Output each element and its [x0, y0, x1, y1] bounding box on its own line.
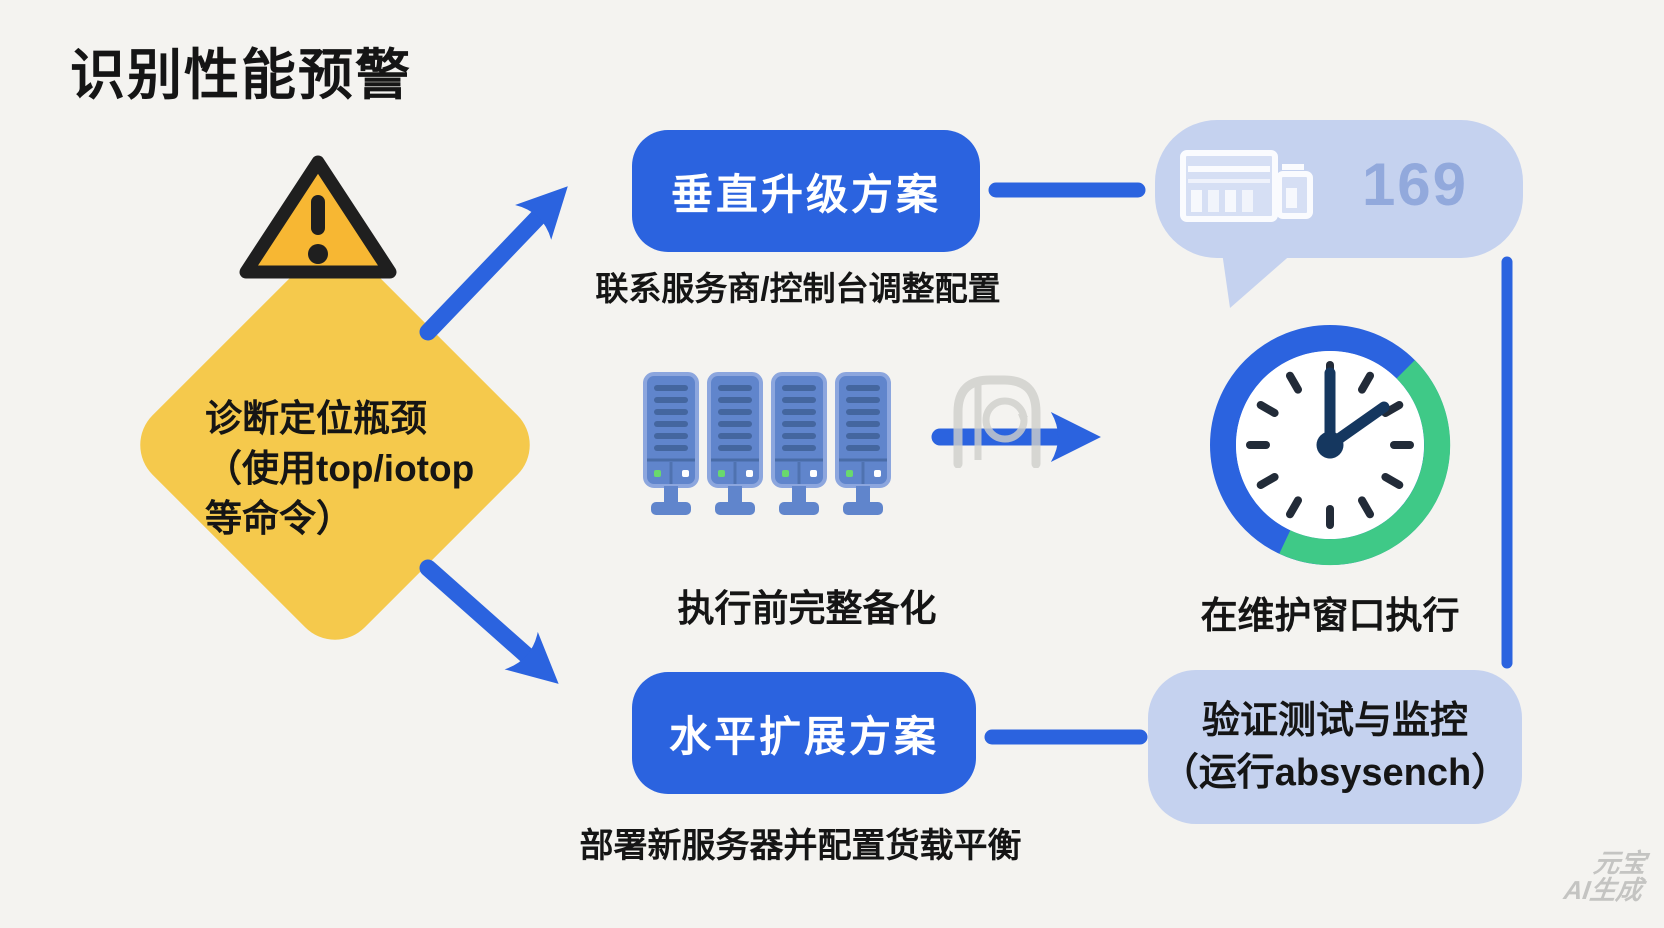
arrow-to-horizontal-scale: [419, 559, 559, 684]
server-rack-icons: [643, 372, 891, 517]
diamond-label-line3: 等命令）: [205, 498, 353, 539]
server-icon: [707, 372, 763, 517]
vertical-upgrade-label: 垂直升级方案: [670, 170, 941, 218]
watermark-line2: AI生成: [1562, 875, 1645, 905]
spreadsheet-report-icon: [1180, 150, 1313, 222]
warning-triangle-icon: [239, 155, 397, 279]
clock-icon: [1210, 325, 1451, 566]
horizontal-scale-label: 水平扩展方案: [668, 712, 939, 760]
speech-bubble-tail: [1222, 252, 1294, 308]
diamond-label: 诊断定位瓶颈 （使用top/iotop 等命令）: [205, 394, 535, 544]
verify-monitor-line1: 验证测试与监控: [1201, 700, 1468, 742]
vertical-upgrade-caption: 联系服务商/控制台调整配置: [595, 270, 1001, 307]
server-icon: [771, 372, 827, 517]
maintenance-caption: 在维护窗口执行: [1200, 595, 1460, 636]
server-icon: [643, 372, 699, 517]
server-icon: [835, 372, 891, 517]
metric-speech-bubble: [1155, 120, 1523, 258]
verify-monitor-bubble: 验证测试与监控 （运行absysench）: [1148, 670, 1522, 824]
diamond-label-line2: （使用top/iotop: [205, 448, 475, 489]
horizontal-scale-caption: 部署新服务器并配置货载平衡: [579, 827, 1022, 865]
backup-archive-icon: [953, 375, 1041, 468]
arrow-to-vertical-upgrade: [419, 186, 568, 341]
vertical-upgrade-node: 垂直升级方案: [632, 130, 980, 252]
diamond-label-line1: 诊断定位瓶颈: [205, 398, 427, 439]
backup-caption: 执行前完整备化: [677, 588, 937, 629]
watermark-line1: 元宝: [1591, 848, 1649, 878]
verify-monitor-line2: （运行absysench）: [1160, 752, 1510, 794]
metric-value: 169: [1361, 151, 1469, 218]
horizontal-scale-node: 水平扩展方案: [632, 672, 976, 794]
page-title: 识别性能预警: [70, 44, 413, 106]
watermark: 元宝 AI生成: [1440, 848, 1649, 905]
